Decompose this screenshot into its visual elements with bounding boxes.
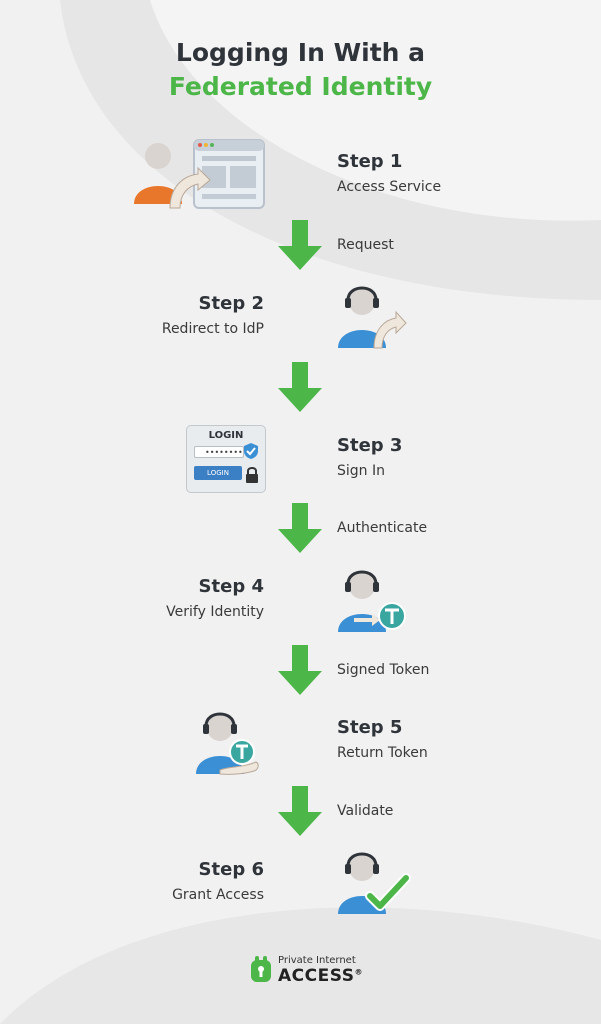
agent-hand-token-icon	[194, 708, 264, 780]
down-arrow-icon	[278, 362, 322, 412]
brand-logo: Private Internet ACCESS®	[251, 955, 363, 986]
step-1-desc: Access Service	[337, 179, 442, 195]
arrow-5-label: Validate	[337, 803, 394, 819]
down-arrow-icon	[278, 503, 322, 553]
arrow-3-label: Authenticate	[337, 520, 428, 536]
registered-mark: ®	[354, 967, 363, 977]
step-6-title: Step 6	[198, 859, 264, 880]
robot-lock-logo-icon	[251, 956, 271, 982]
step-4-title: Step 4	[198, 576, 264, 597]
step-1-title: Step 1	[337, 151, 403, 172]
login-form-button: LOGIN	[194, 466, 242, 480]
step-2-title: Step 2	[198, 293, 264, 314]
step-3-desc: Sign In	[337, 463, 385, 479]
step-5-desc: Return Token	[337, 745, 428, 761]
step-5-title: Step 5	[337, 717, 403, 738]
page-title-line1: Logging In With a	[175, 38, 426, 67]
page-title-line2: Federated Identity	[168, 72, 433, 101]
step-4-desc: Verify Identity	[166, 604, 264, 620]
agent-redirect-icon	[336, 282, 408, 354]
step-3-title: Step 3	[337, 435, 403, 456]
step-6-desc: Grant Access	[172, 887, 264, 903]
down-arrow-icon	[278, 220, 322, 270]
arrow-1-label: Request	[337, 237, 394, 253]
step-2-desc: Redirect to IdP	[161, 321, 264, 337]
login-form-icon: LOGIN •••••••• LOGIN	[186, 425, 266, 493]
shield-check-icon	[244, 443, 258, 459]
login-card-heading: LOGIN	[208, 430, 244, 441]
padlock-icon	[246, 467, 258, 483]
user-browser-icon	[132, 138, 267, 214]
brand-small-text: Private Internet	[278, 955, 356, 966]
arrow-4-label: Signed Token	[337, 662, 430, 678]
down-arrow-icon	[278, 786, 322, 836]
agent-token-icon	[336, 566, 408, 638]
brand-large-text: ACCESS®	[278, 966, 363, 986]
login-password-field: ••••••••	[194, 446, 244, 458]
agent-checkmark-icon	[336, 848, 412, 920]
down-arrow-icon	[278, 645, 322, 695]
password-mask: ••••••••	[205, 448, 243, 457]
